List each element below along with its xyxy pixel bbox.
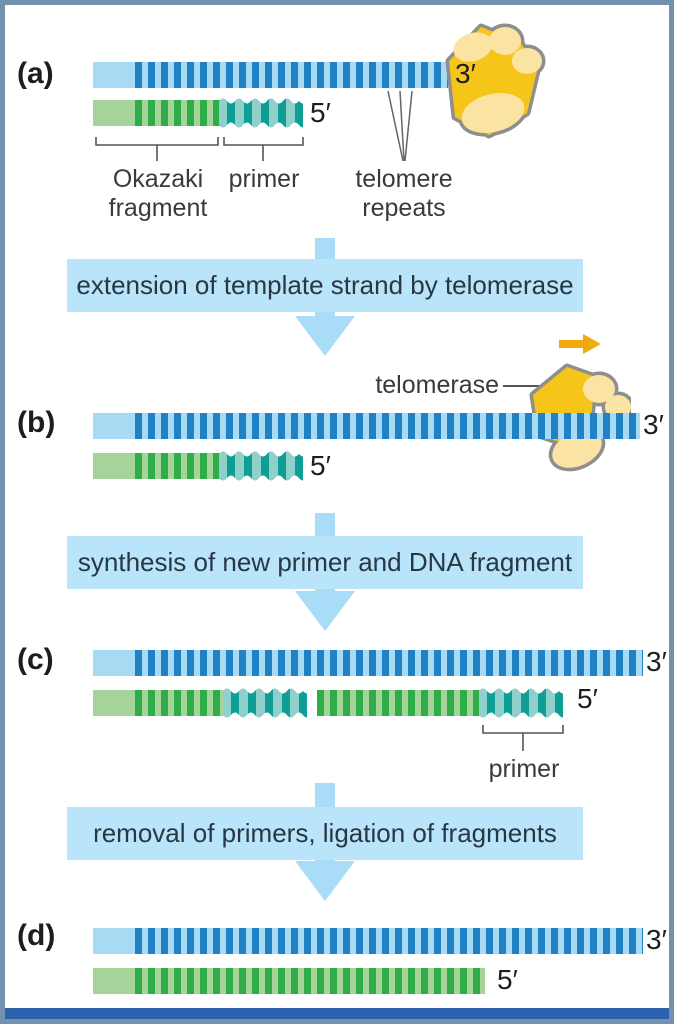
okazaki-stripes xyxy=(135,100,220,126)
okazaki-bracket xyxy=(95,137,219,161)
telomere-repeat-stripes xyxy=(135,413,640,439)
new-fragment-stripes xyxy=(317,690,479,716)
new-primer-label: primer xyxy=(488,755,560,783)
step-banner-1: extension of template strand by telomera… xyxy=(67,259,583,312)
frame-bottom-bar xyxy=(5,1008,669,1019)
primer-label: primer xyxy=(228,165,300,193)
primer-bracket xyxy=(223,137,304,161)
new-dna-fragment xyxy=(317,690,479,716)
strand-end-label-5prime: 5′ xyxy=(577,683,598,714)
panel-b-label: (b) xyxy=(17,406,56,439)
telomere-repeat-stripes xyxy=(135,928,643,954)
telomere-repeat-stripes xyxy=(135,62,448,88)
telomere-pointer-lines xyxy=(387,91,413,162)
telomerase-enzyme-icon xyxy=(445,23,546,139)
new-rna-primer-segment xyxy=(479,688,563,718)
okazaki-stripes xyxy=(135,453,220,479)
ligated-lagging-strand xyxy=(93,968,485,994)
panel-c-label: (c) xyxy=(17,643,54,676)
telomere-repeat-stripes xyxy=(135,650,643,676)
strand-end-label-5prime: 5′ xyxy=(310,450,331,481)
step-banner-2: synthesis of new primer and DNA fragment xyxy=(67,536,583,589)
template-strand xyxy=(93,62,448,88)
strand-end-label-5prime: 5′ xyxy=(497,964,518,995)
okazaki-line1: Okazaki xyxy=(112,165,204,193)
okazaki-stripes xyxy=(135,690,223,716)
strand-end-label-3prime: 3′ xyxy=(646,646,667,677)
rna-primer-segment xyxy=(223,688,307,718)
panel-a-label: (a) xyxy=(17,57,54,90)
template-strand xyxy=(93,928,643,954)
telomere-repeats-label: telomere repeats xyxy=(343,165,465,223)
rna-primer-segment xyxy=(219,451,303,481)
step-banner-3: removal of primers, ligation of fragment… xyxy=(67,807,583,860)
okazaki-fragment-1 xyxy=(93,690,223,716)
template-strand xyxy=(93,413,640,439)
template-strand xyxy=(93,650,643,676)
telomerase-label: telomerase xyxy=(375,371,499,399)
direction-arrow-icon xyxy=(559,334,601,354)
new-primer-bracket xyxy=(482,725,564,751)
okazaki-fragment xyxy=(93,100,220,126)
strand-end-label-5prime: 5′ xyxy=(310,97,331,128)
strand-end-label-3prime: 3′ xyxy=(646,924,667,955)
rna-primer-segment xyxy=(219,98,303,128)
strand-end-label-3prime: 3′ xyxy=(455,58,476,89)
telomerase-pointer-line xyxy=(503,385,547,387)
strand-end-label-3prime: 3′ xyxy=(643,409,664,440)
telomere-line2: repeats xyxy=(362,194,446,222)
panel-d-label: (d) xyxy=(17,919,56,952)
telomere-line1: telomere xyxy=(355,165,453,193)
okazaki-fragment xyxy=(93,453,220,479)
lagging-strand-stripes xyxy=(135,968,485,994)
okazaki-fragment-label: Okazaki fragment xyxy=(97,165,219,223)
okazaki-line2: fragment xyxy=(108,194,208,222)
